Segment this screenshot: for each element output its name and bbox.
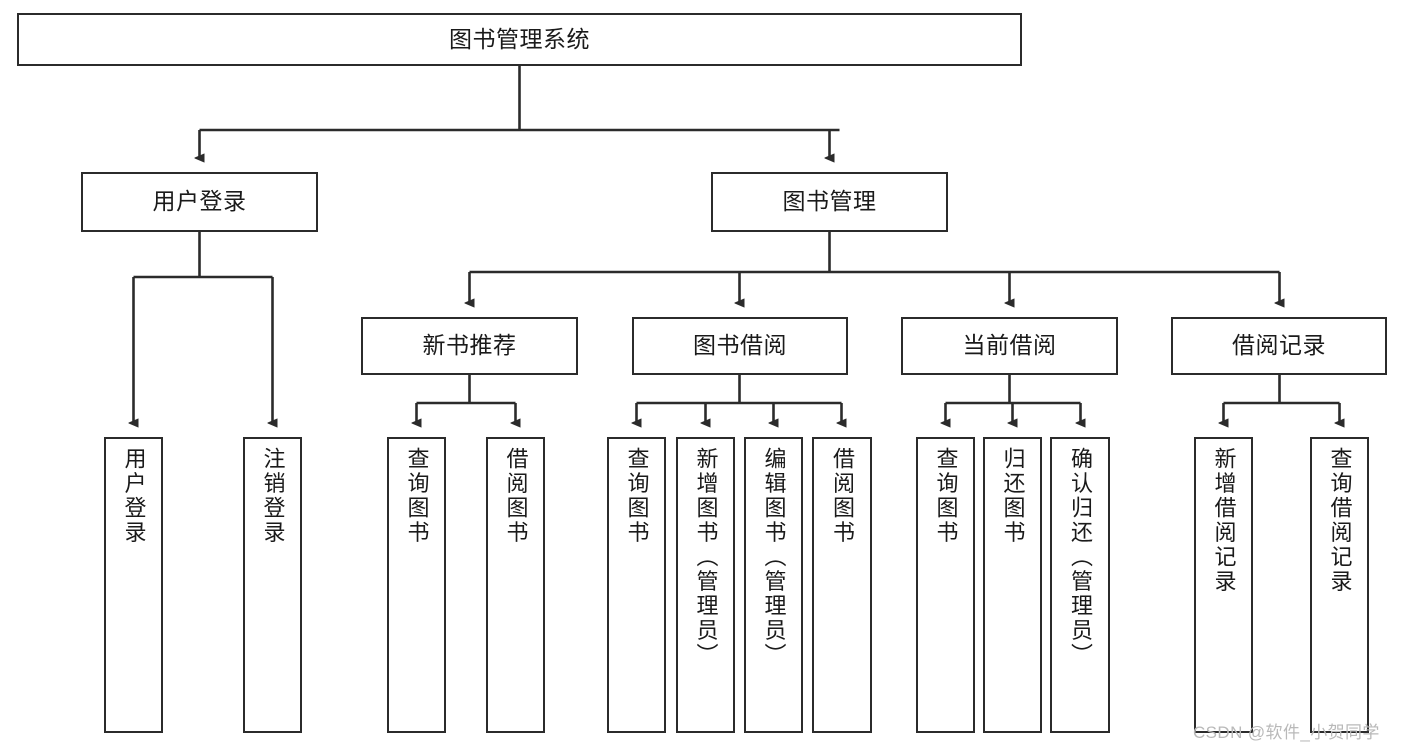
node-leaf-borrow-book-recommend[interactable]: 借阅图书 bbox=[486, 437, 545, 733]
node-leaf-confirm-return-label: 确认归还（管理员） bbox=[1068, 447, 1093, 668]
node-new-book-recommend[interactable]: 新书推荐 bbox=[361, 317, 578, 375]
node-leaf-user-login[interactable]: 用户登录 bbox=[104, 437, 163, 733]
node-book-manage-label: 图书管理 bbox=[782, 188, 877, 215]
node-current-borrow-label: 当前借阅 bbox=[962, 332, 1057, 359]
node-leaf-edit-book-label: 编辑图书（管理员） bbox=[761, 447, 787, 668]
node-book-borrow[interactable]: 图书借阅 bbox=[632, 317, 848, 375]
node-user-login[interactable]: 用户登录 bbox=[81, 172, 318, 232]
node-leaf-add-book[interactable]: 新增图书（管理员） bbox=[676, 437, 735, 733]
node-leaf-query-book-recommend-label: 查询图书 bbox=[404, 447, 430, 545]
node-borrow-record-label: 借阅记录 bbox=[1232, 332, 1326, 359]
node-leaf-query-book-current[interactable]: 查询图书 bbox=[916, 437, 975, 733]
node-book-borrow-label: 图书借阅 bbox=[693, 332, 787, 359]
node-leaf-user-login-label: 用户登录 bbox=[121, 447, 147, 545]
node-current-borrow[interactable]: 当前借阅 bbox=[901, 317, 1118, 375]
node-leaf-query-borrow-record-label: 查询借阅记录 bbox=[1327, 447, 1353, 594]
csdn-watermark: CSDN @软件_小贺同学 bbox=[1193, 723, 1380, 742]
node-new-book-recommend-label: 新书推荐 bbox=[422, 332, 517, 359]
node-leaf-edit-book[interactable]: 编辑图书（管理员） bbox=[744, 437, 803, 733]
node-leaf-return-book[interactable]: 归还图书 bbox=[983, 437, 1042, 733]
node-leaf-borrow-book-recommend-label: 借阅图书 bbox=[503, 447, 529, 545]
node-leaf-logout-label: 注销登录 bbox=[260, 447, 286, 545]
node-leaf-borrow-book-label: 借阅图书 bbox=[830, 447, 855, 545]
node-root-label: 图书管理系统 bbox=[449, 25, 590, 52]
node-user-login-label: 用户登录 bbox=[152, 188, 247, 215]
node-leaf-borrow-book[interactable]: 借阅图书 bbox=[812, 437, 872, 733]
node-leaf-query-borrow-record[interactable]: 查询借阅记录 bbox=[1310, 437, 1369, 733]
node-leaf-logout[interactable]: 注销登录 bbox=[243, 437, 302, 733]
node-leaf-add-borrow-record[interactable]: 新增借阅记录 bbox=[1194, 437, 1253, 733]
node-leaf-add-borrow-record-label: 新增借阅记录 bbox=[1211, 447, 1237, 594]
node-leaf-query-book-borrow-label: 查询图书 bbox=[624, 447, 650, 545]
node-leaf-add-book-label: 新增图书（管理员） bbox=[693, 447, 719, 668]
node-leaf-return-book-label: 归还图书 bbox=[1000, 447, 1026, 545]
node-book-manage[interactable]: 图书管理 bbox=[711, 172, 948, 232]
node-root[interactable]: 图书管理系统 bbox=[17, 13, 1022, 66]
node-leaf-confirm-return[interactable]: 确认归还（管理员） bbox=[1050, 437, 1110, 733]
node-leaf-query-book-borrow[interactable]: 查询图书 bbox=[607, 437, 666, 733]
node-leaf-query-book-current-label: 查询图书 bbox=[933, 447, 959, 545]
node-leaf-query-book-recommend[interactable]: 查询图书 bbox=[387, 437, 446, 733]
node-borrow-record[interactable]: 借阅记录 bbox=[1171, 317, 1387, 375]
